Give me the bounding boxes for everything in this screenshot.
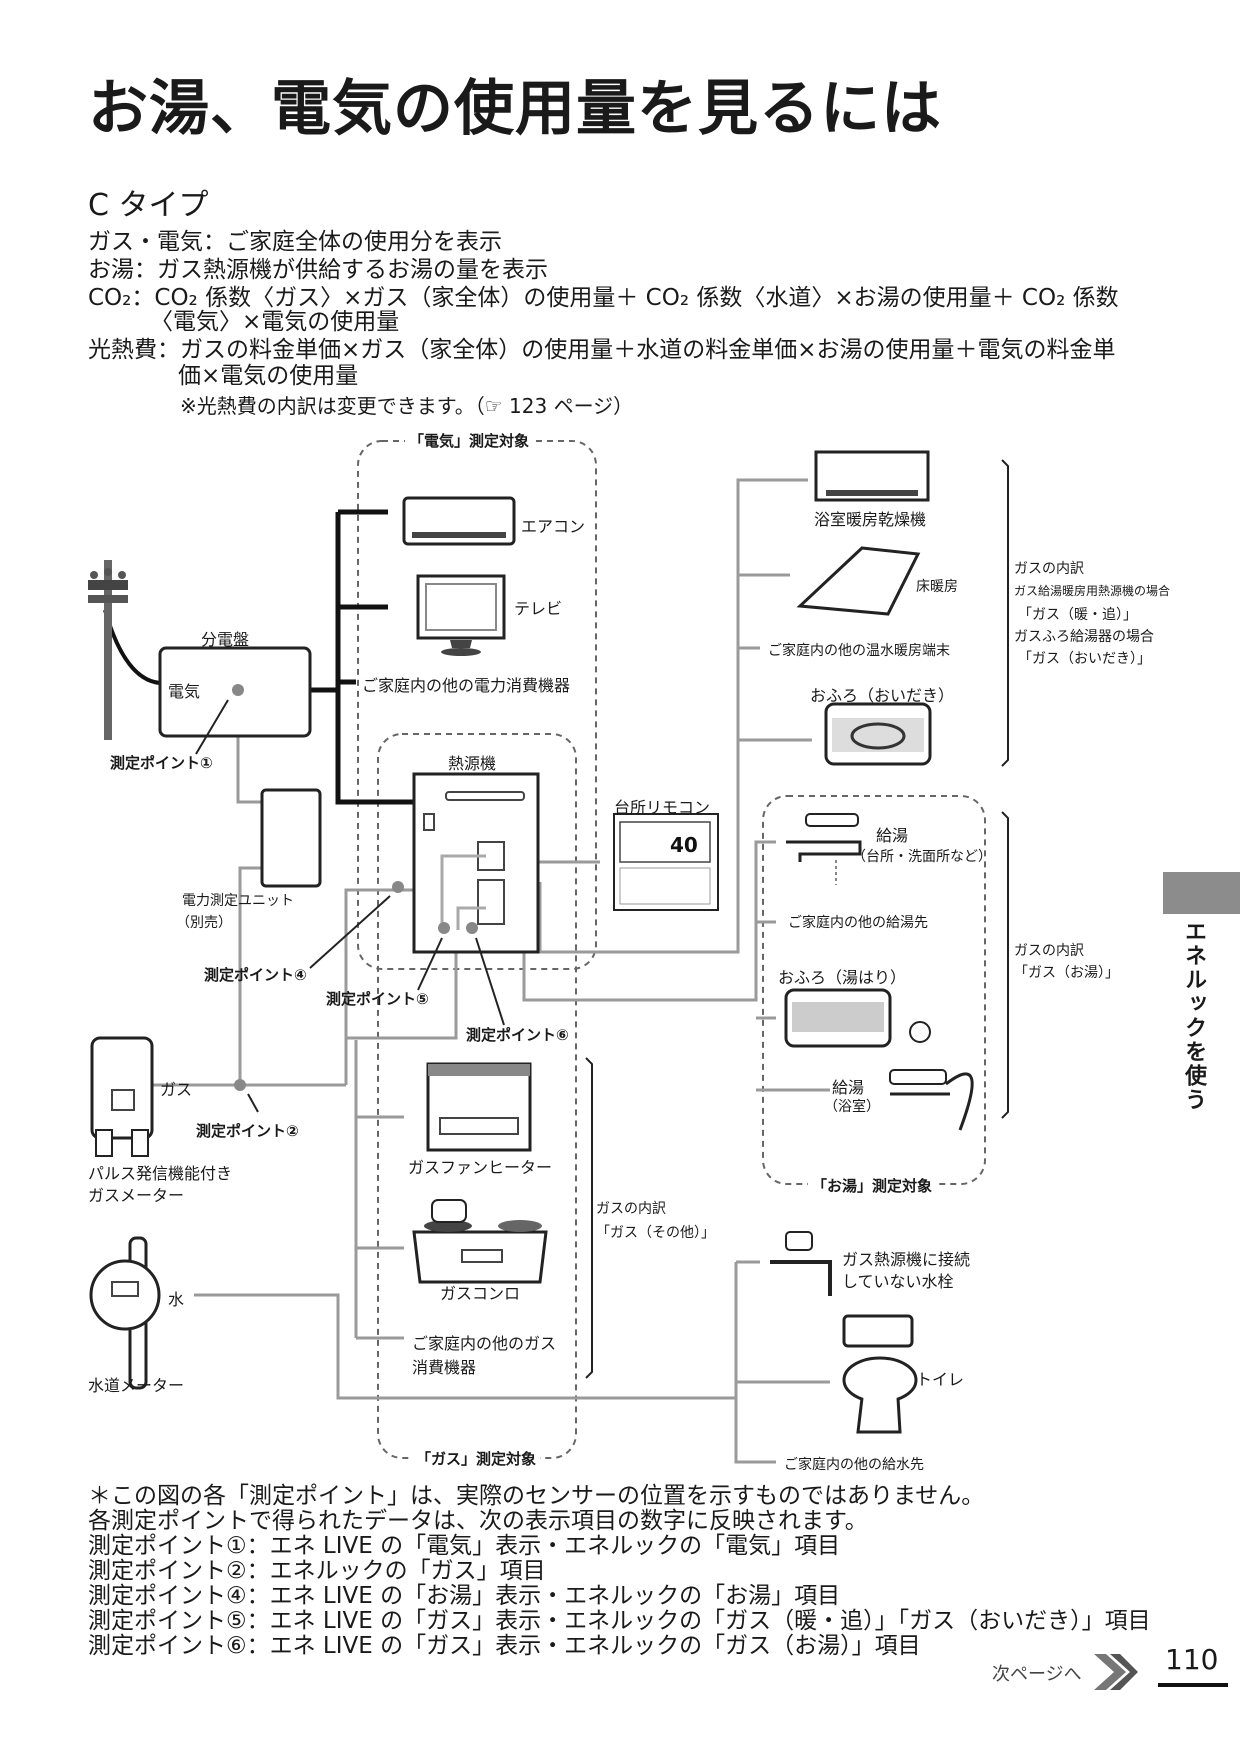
side-tab — [1163, 872, 1240, 914]
bath-supply-label: 給湯 — [832, 1078, 865, 1097]
gas-breakdown-1-title: ガスの内訳 — [1014, 561, 1084, 577]
hot-supply-sub-label: （台所・洗面所など） — [852, 849, 992, 865]
electric-target-label: 「電気」測定対象 — [405, 430, 534, 451]
kitchen-remote-icon: 40 — [613, 813, 719, 911]
side-tab-label: エネルックを使う — [1181, 920, 1206, 1112]
hot-supply-label: 給湯 — [876, 826, 909, 845]
power-unit-label: 電力測定ユニット — [182, 893, 294, 909]
electric-target-box — [357, 440, 597, 970]
fan-heater-label: ガスファンヒーター — [408, 1158, 553, 1177]
gas-breakdown-2-a: 「ガス（お湯）」 — [1014, 965, 1119, 981]
gas-meter-icon — [90, 1036, 154, 1157]
page-number: 110 — [1165, 1643, 1219, 1676]
other-gas-label-2: 消費機器 — [412, 1358, 477, 1377]
point4-label: 測定ポイント④ — [204, 966, 307, 984]
gas-breakdown-2-title: ガスの内訳 — [1014, 943, 1084, 959]
power-unit-icon — [260, 788, 322, 888]
footnote-4: 測定ポイント②：エネルックの「ガス」項目 — [88, 1558, 546, 1584]
heat-source-label: 熱源機 — [448, 754, 497, 773]
utility-pole-icon — [88, 560, 128, 740]
footnote-2: 各測定ポイントで得られたデータは、次の表示項目の数字に反映されます。 — [88, 1508, 868, 1534]
water-meter-icon — [89, 1236, 161, 1390]
faucet-label-1: ガス熱源機に接続 — [842, 1250, 971, 1269]
water-label: 水 — [168, 1290, 185, 1309]
footnote-5: 測定ポイント④：エネ LIVE の「お湯」表示・エネルックの「お湯」項目 — [88, 1583, 841, 1609]
point1-label: 測定ポイント① — [110, 754, 213, 772]
gas-breakdown-1-a: ガス給湯暖房用熱源機の場合 — [1014, 584, 1171, 598]
gas-stove-icon — [412, 1199, 548, 1284]
electric-label: 電気 — [168, 682, 201, 701]
desc-line-1: ガス・電気：ご家庭全体の使用分を表示 — [88, 229, 502, 255]
toilet-label: トイレ — [916, 1370, 965, 1389]
gas-breakdown-3-a: 「ガス（その他）」 — [596, 1225, 715, 1241]
desc-line-3: CO₂：CO₂ 係数〈ガス〉×ガス（家全体）の使用量＋ CO₂ 係数〈水道〉×お… — [88, 285, 1119, 311]
kitchen-faucet-icon — [786, 813, 862, 885]
bath-dryer-icon — [814, 450, 930, 502]
footnote-1: ＊この図の各「測定ポイント」は、実際のセンサーの位置を示すものではありません。 — [88, 1483, 985, 1509]
gas-breakdown-1-b: 「ガス（暖・追）」 — [1018, 607, 1137, 623]
point6-label: 測定ポイント⑥ — [466, 1026, 569, 1044]
footnote-3: 測定ポイント①：エネ LIVE の「電気」表示・エネルックの「電気」項目 — [88, 1533, 841, 1559]
power-unit-sub-label: （別売） — [176, 915, 232, 931]
point5-label: 測定ポイント⑤ — [326, 990, 429, 1008]
page-title: お湯、電気の使用量を見るには — [88, 74, 942, 144]
bathtub-fill-icon — [784, 988, 892, 1048]
fan-heater-icon — [426, 1062, 532, 1152]
bath-dryer-label: 浴室暖房乾燥機 — [814, 510, 927, 529]
desc-line-6: 価×電気の使用量 — [178, 363, 359, 389]
water-tap-icon — [770, 1231, 832, 1296]
bath-reheat-label: おふろ（おいだき） — [810, 686, 955, 705]
tv-label: テレビ — [514, 599, 563, 618]
other-water-label: ご家庭内の他の給水先 — [784, 1457, 924, 1473]
gas-breakdown-1-d: 「ガス（おいだき）」 — [1018, 651, 1151, 667]
stove-label: ガスコンロ — [440, 1284, 521, 1303]
next-page-link[interactable]: 次ページへ — [992, 1664, 1082, 1685]
gas-breakdown-3-title: ガスの内訳 — [596, 1201, 666, 1217]
shower-faucet-icon — [889, 1021, 974, 1131]
footnote-7: 測定ポイント⑥：エネ LIVE の「ガス」表示・エネルックの「ガス（お湯）」項目 — [88, 1633, 921, 1659]
aircon-label: エアコン — [521, 517, 586, 536]
bathtub-reheat-icon — [824, 702, 932, 766]
desc-line-5: 光熱費：ガスの料金単価×ガス（家全体）の使用量＋水道の料金単価×お湯の使用量＋電… — [88, 337, 1116, 363]
hotwater-target-label: 「お湯」測定対象 — [808, 1175, 937, 1196]
bath-supply-sub-label: （浴室） — [824, 1099, 880, 1115]
footnote-6: 測定ポイント⑤：エネ LIVE の「ガス」表示・エネルックの「ガス（暖・追）」「… — [88, 1608, 1151, 1634]
gas-label: ガス — [160, 1080, 193, 1099]
heat-source-icon — [412, 772, 540, 954]
other-electric-label: ご家庭内の他の電力消費機器 — [362, 676, 571, 695]
aircon-icon — [402, 496, 516, 546]
floor-heater-label: 床暖房 — [916, 579, 958, 595]
point2-label: 測定ポイント② — [196, 1122, 299, 1140]
desc-line-4: 〈電気〉×電気の使用量 — [150, 309, 400, 335]
faucet-label-2: していない水栓 — [842, 1272, 954, 1291]
panel-label: 分電盤 — [201, 630, 250, 649]
other-hot-supply-label: ご家庭内の他の給湯先 — [788, 915, 928, 931]
other-heating-label: ご家庭内の他の温水暖房端末 — [768, 643, 950, 659]
desc-note: ※光熱費の内訳は変更できます。（☞ 123 ページ） — [180, 394, 634, 418]
tv-icon — [416, 574, 506, 656]
gas-meter-label-1: パルス発信機能付き — [88, 1164, 233, 1183]
remote-label: 台所リモコン — [614, 798, 711, 817]
gas-target-label: 「ガス」測定対象 — [412, 1448, 541, 1469]
gas-meter-label-2: ガスメーター — [88, 1186, 185, 1205]
floor-heater-icon — [796, 546, 921, 616]
bath-fill-label: おふろ（湯はり） — [778, 968, 907, 987]
desc-line-2: お湯：ガス熱源機が供給するお湯の量を表示 — [88, 257, 548, 283]
gas-breakdown-1-c: ガスふろ給湯器の場合 — [1014, 629, 1154, 645]
other-gas-label-1: ご家庭内の他のガス — [412, 1334, 557, 1353]
water-meter-label: 水道メーター — [88, 1376, 185, 1395]
page-number-rule — [1158, 1683, 1228, 1687]
section-subtitle: C タイプ — [88, 188, 209, 223]
next-page-arrow-icon[interactable] — [1090, 1650, 1140, 1694]
remote-display: 40 — [670, 833, 698, 857]
toilet-icon — [842, 1314, 918, 1434]
